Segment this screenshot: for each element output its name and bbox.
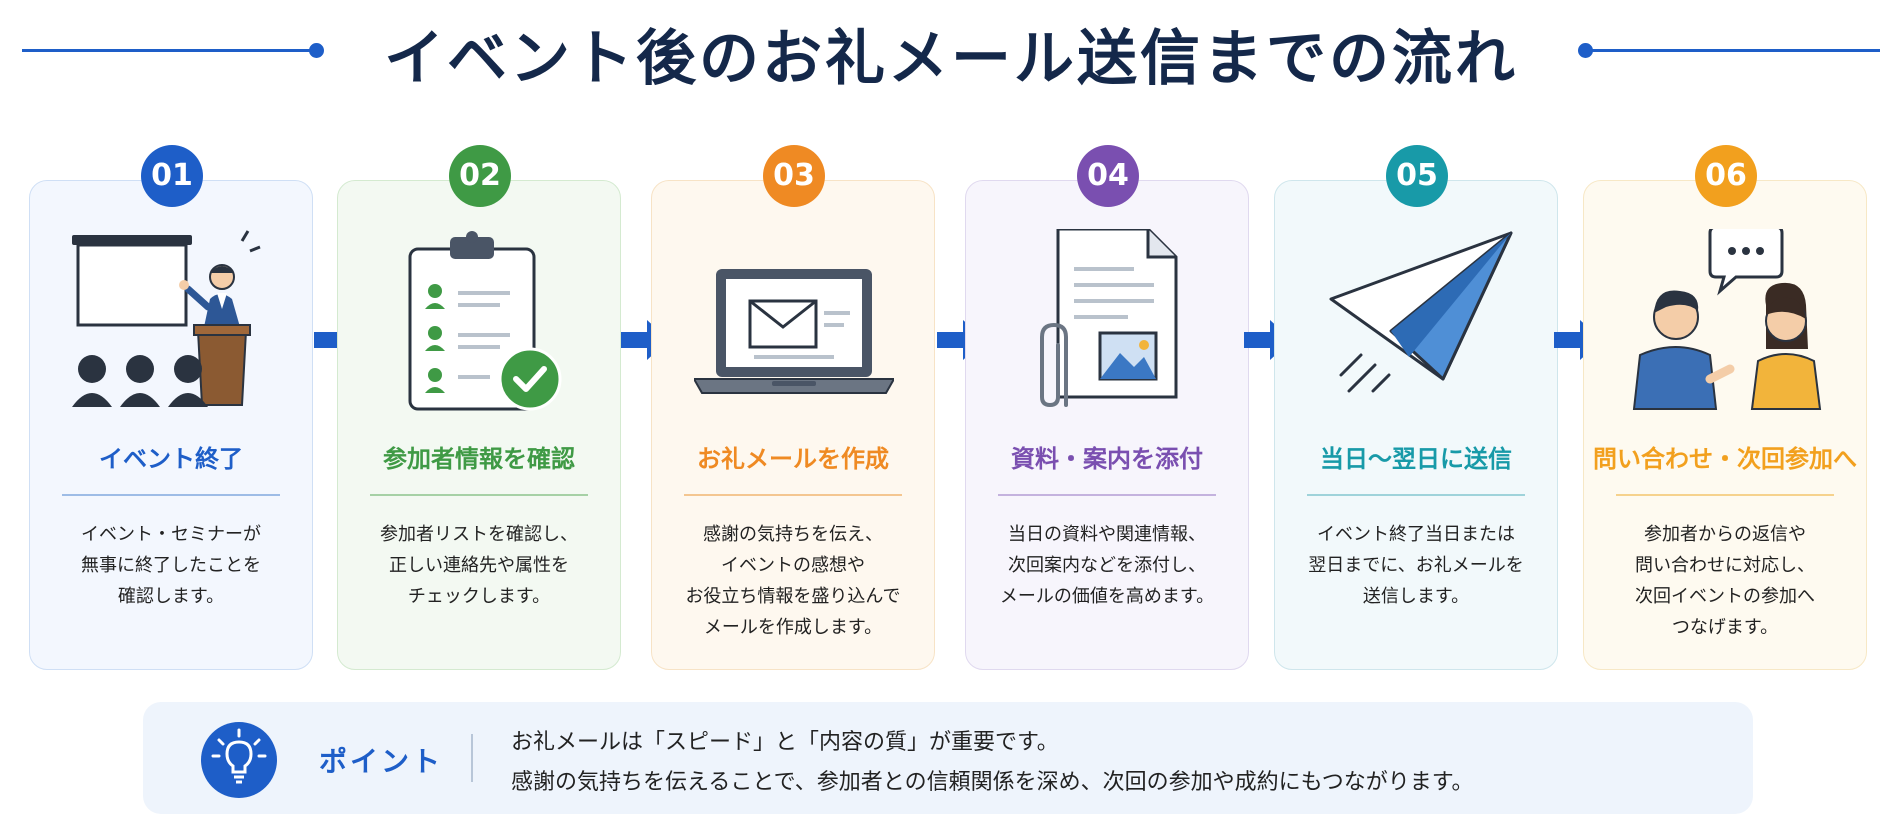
- step-card-5: 05 当日〜翌日に送信 イベント終了当日または 翌日までに、お礼メールを 送信し…: [1274, 145, 1558, 670]
- point-label: ポイント: [319, 745, 444, 778]
- step-title: 当日〜翌日に送信: [1320, 445, 1512, 473]
- step-number-badge: 06: [1695, 145, 1757, 207]
- step-title: 問い合わせ・次回参加へ: [1593, 445, 1857, 473]
- step-divider: [62, 494, 280, 496]
- step-description: イベント・セミナーが 無事に終了したことを 確認します。: [81, 524, 261, 607]
- title-dot-left: [309, 43, 324, 58]
- title-row: イベント後のお礼メール送信までの流れ: [0, 0, 1902, 100]
- step-card-1: 01 イベント終了 イベント・セミナーが 無事に終了したことを 確認します。: [29, 145, 313, 670]
- title-dot-right: [1578, 43, 1593, 58]
- lightbulb-icon: [201, 722, 277, 798]
- point-text-line-1: お礼メールは「スピード」と「内容の質」が重要です。: [511, 730, 1059, 755]
- step-card-6: 06 問い合わせ・次回参加へ 参加者からの返信や 問い合わせに対応し、 次回イベ…: [1583, 145, 1867, 670]
- checklist-clipboard-icon: [408, 231, 562, 411]
- conversation-icon: [1632, 229, 1822, 410]
- step-description: 感謝の気持ちを伝え、 イベントの感想や お役立ち情報を盛り込んで メールを作成し…: [685, 524, 901, 638]
- step-number-badge: 02: [449, 145, 511, 207]
- document-attachment-icon: [1040, 229, 1178, 408]
- step-number-badge: 03: [763, 145, 825, 207]
- step-description: イベント終了当日または 翌日までに、お礼メールを 送信します。: [1308, 524, 1524, 607]
- title-line-right: [1590, 49, 1880, 52]
- step-card-3: 03 お礼メールを作成 感謝の気持ちを伝え、 イベントの感想や お役立ち情報を盛…: [651, 145, 935, 670]
- step-title: イベント終了: [99, 445, 243, 473]
- step-divider: [1307, 494, 1525, 496]
- page-title: イベント後のお礼メール送信までの流れ: [384, 24, 1518, 94]
- step-title: お礼メールを作成: [697, 445, 889, 473]
- step-card-4: 04 資料・案内を添付 当日の資料や関連情報、 次回案内などを添付し、 メールの…: [965, 145, 1249, 670]
- step-number-badge: 01: [141, 145, 203, 207]
- point-divider: [471, 734, 473, 782]
- title-line-left: [22, 49, 322, 52]
- point-callout: ポイント お礼メールは「スピード」と「内容の質」が重要です。 感謝の気持ちを伝え…: [143, 702, 1753, 814]
- step-divider: [1616, 494, 1834, 496]
- step-divider: [684, 494, 902, 496]
- step-description: 参加者リストを確認し、 正しい連絡先や属性を チェックします。: [380, 524, 578, 607]
- step-title: 資料・案内を添付: [1011, 445, 1203, 473]
- paper-plane-icon: [1329, 231, 1513, 393]
- laptop-mail-icon: [694, 269, 894, 394]
- step-title: 参加者情報を確認: [383, 445, 575, 473]
- step-divider: [370, 494, 588, 496]
- step-number-badge: 05: [1386, 145, 1448, 207]
- step-divider: [998, 494, 1216, 496]
- step-number-badge: 04: [1077, 145, 1139, 207]
- point-text-line-2: 感謝の気持ちを伝えることで、参加者との信頼関係を深め、次回の参加や成約にもつなが…: [511, 770, 1474, 795]
- presentation-icon: [72, 230, 261, 407]
- step-card-2: 02 参加者情報を確認 参加者リストを確認し、 正しい連絡先や属性を チェックし…: [337, 145, 621, 670]
- step-description: 参加者からの返信や 問い合わせに対応し、 次回イベントの参加へ つなげます。: [1635, 524, 1815, 638]
- step-description: 当日の資料や関連情報、 次回案内などを添付し、 メールの価値を高めます。: [999, 524, 1215, 607]
